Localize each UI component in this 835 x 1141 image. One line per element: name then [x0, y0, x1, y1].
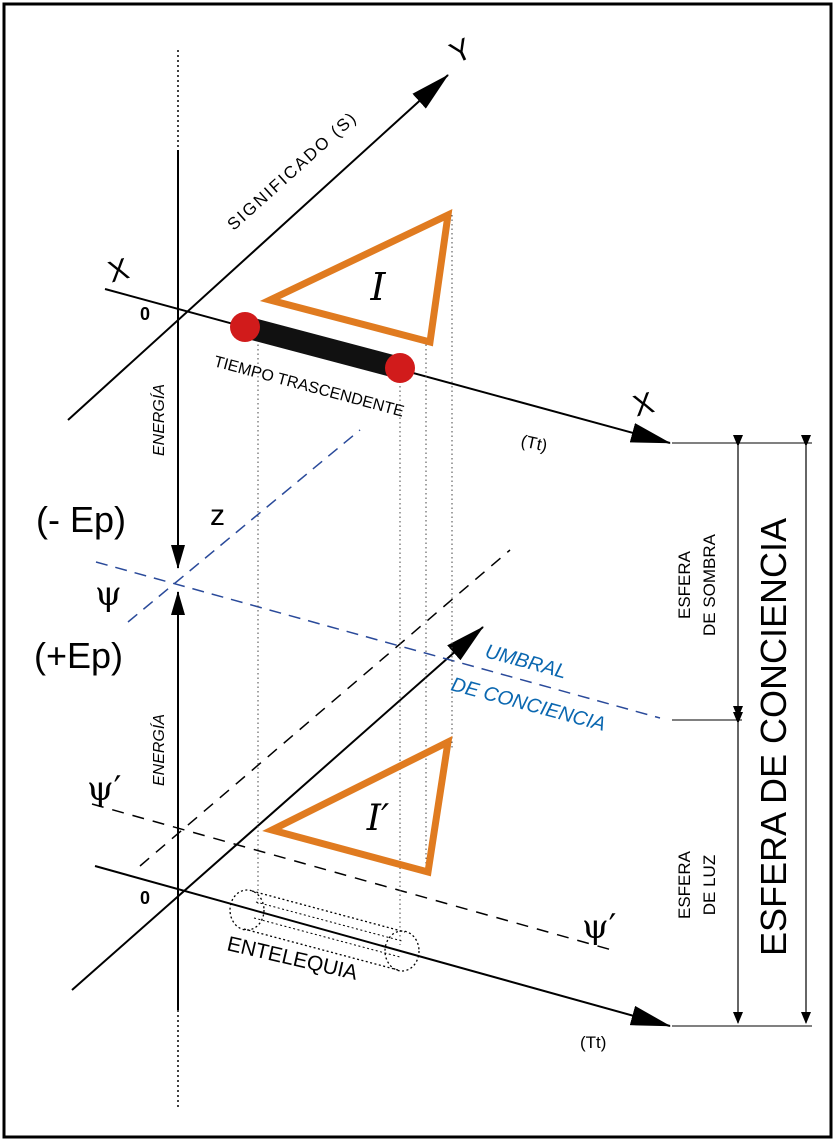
dashed-diagonal — [139, 549, 511, 867]
psi-prime-left-label: ψ′ — [87, 769, 121, 809]
entelequia-capsule — [229, 889, 420, 972]
umbral-line2: DE CONCIENCIA — [449, 674, 608, 736]
y-axis — [67, 74, 449, 421]
ball-left — [230, 312, 260, 342]
esfera-luz-line2: DE LUZ — [700, 855, 719, 915]
psi-prime-line — [91, 803, 613, 951]
ball-right — [385, 353, 415, 383]
threshold-line — [95, 561, 661, 719]
x-axis-left-label: X — [105, 252, 133, 289]
esfera-luz-line1: ESFERA — [675, 850, 694, 919]
psi-label: ψ — [95, 574, 122, 614]
time-bar — [242, 316, 403, 379]
energia-bottom-label: ENERGÍA — [149, 714, 168, 786]
threshold-diagonal — [127, 429, 361, 623]
esfera-sombra-line1: ESFERA — [675, 550, 694, 619]
triangle-i-prime — [262, 735, 453, 877]
psi-prime-right-label: ψ′ — [582, 907, 616, 947]
triangle-i-prime-label: I′ — [366, 798, 389, 839]
minus-ep-label: (- Ep) — [36, 499, 126, 540]
umbral-line1: UMBRAL — [483, 641, 569, 684]
origin-top: 0 — [140, 304, 150, 324]
energia-top-label: ENERGÍA — [149, 384, 168, 456]
esfera-sombra-line2: DE SOMBRA — [700, 533, 719, 636]
tt-top-label: (Tt) — [519, 431, 549, 455]
triangle-i-label: I — [369, 265, 386, 309]
tt-bottom-label: (Tt) — [580, 1033, 606, 1052]
origin-bottom: 0 — [140, 888, 150, 908]
y-axis-label: Y — [445, 32, 477, 70]
y-axis-lower — [71, 626, 484, 991]
x-axis-bottom — [94, 865, 671, 1027]
plus-ep-label: (+Ep) — [34, 635, 123, 676]
z-label: z — [210, 499, 225, 532]
x-axis-right-label: X — [630, 386, 658, 423]
entelequia-label: ENTELEQUIA — [225, 932, 360, 984]
esfera-conciencia-label: ESFERA DE CONCIENCIA — [753, 518, 794, 956]
triangle-i — [259, 209, 453, 347]
